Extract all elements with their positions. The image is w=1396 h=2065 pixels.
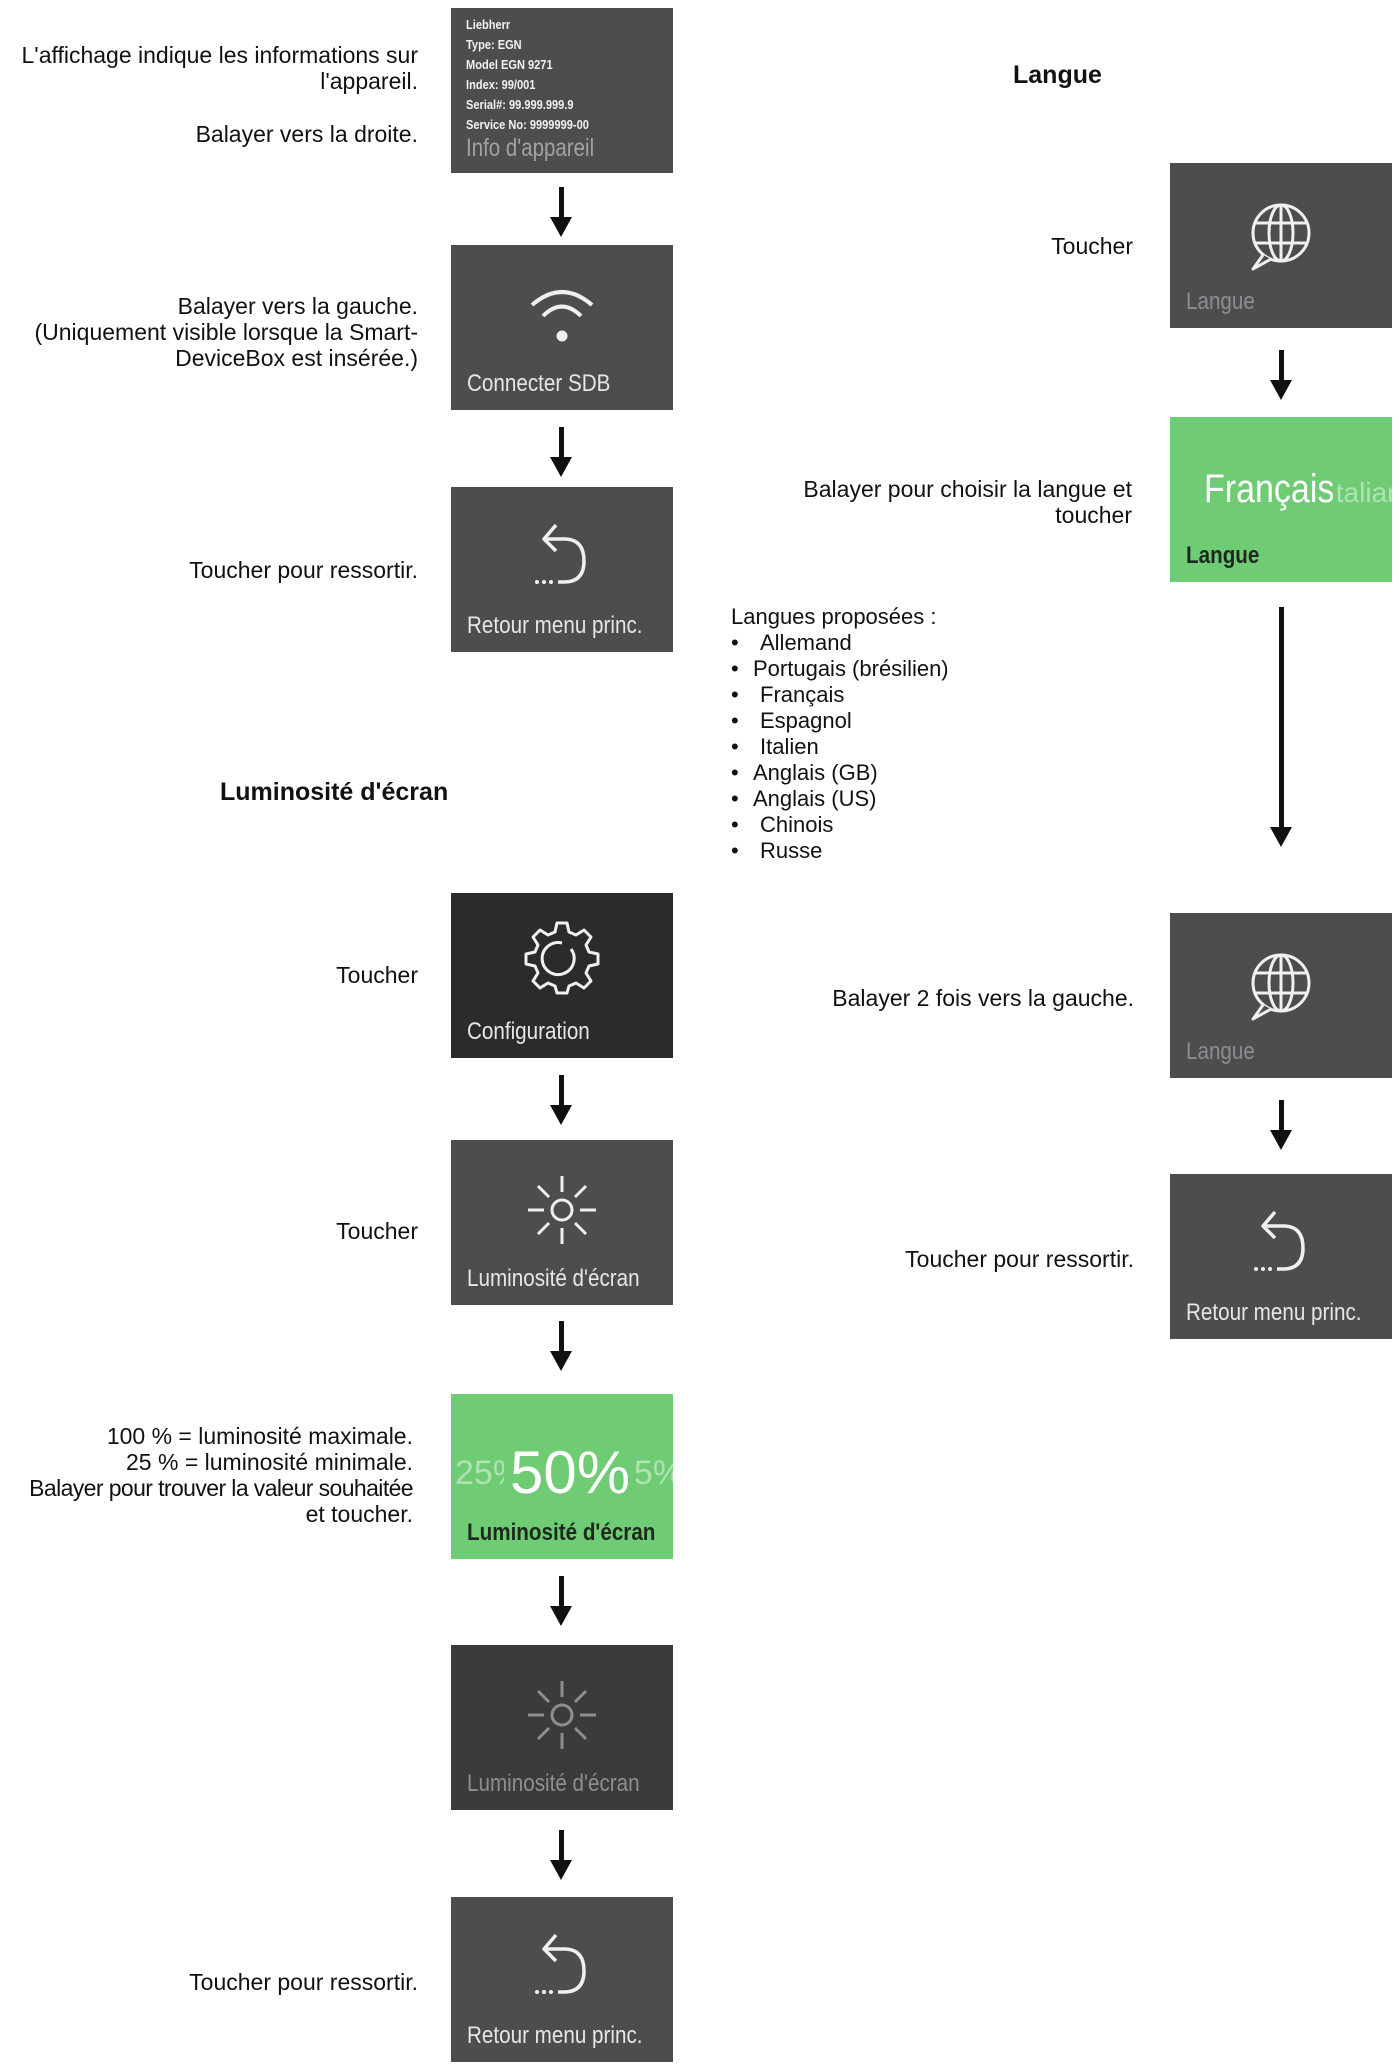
- language-tile[interactable]: Langue: [1170, 163, 1392, 328]
- brightness-desc-line-2: 25 % = luminosité minimale.: [126, 1449, 413, 1475]
- language-select-description: Balayer pour choisir la langue et touche…: [740, 476, 1132, 528]
- language-label: Langue: [1186, 1038, 1255, 1065]
- info-desc-line-3: Balayer vers la droite.: [195, 121, 418, 147]
- brightness-dimmed-tile: Luminosité d'écran: [451, 1645, 673, 1810]
- language-heading: Langue: [1013, 61, 1102, 89]
- back-arrow-icon: [451, 519, 673, 602]
- back-description-1: Toucher pour ressortir.: [189, 557, 418, 583]
- brightness-desc-line-4: et toucher.: [305, 1501, 413, 1527]
- language-list-item: •Portugais (brésilien): [731, 656, 949, 681]
- language-current-value: Français: [1204, 467, 1338, 512]
- config-description: Toucher: [336, 962, 418, 988]
- back-description-2: Toucher pour ressortir.: [189, 1969, 418, 1995]
- language-value-label: Langue: [1186, 542, 1260, 569]
- back-main-menu-label: Retour menu princ.: [467, 2022, 643, 2049]
- device-info-label: Info d'appareil: [466, 134, 595, 162]
- language-list-item: •Russe: [731, 838, 823, 863]
- info-line: Service No: 9999999-00: [466, 117, 589, 132]
- sun-icon: [451, 1170, 673, 1255]
- back-arrow-icon: [451, 1929, 673, 2012]
- device-info-lines: Liebherr Type: EGN Model EGN 9271 Index:…: [466, 15, 589, 135]
- connect-sdb-label: Connecter SDB: [467, 370, 611, 397]
- language-list-item: •Allemand: [731, 630, 852, 655]
- language-list-item: •Italien: [731, 734, 819, 759]
- info-desc-line-1: L'affichage indique les informations sur: [21, 42, 418, 68]
- language-description: Toucher: [1051, 233, 1133, 259]
- language-label: Langue: [1186, 288, 1255, 315]
- info-line: Index: 99/001: [466, 77, 536, 92]
- info-line: Liebherr: [466, 17, 511, 32]
- globe-icon: [1170, 949, 1392, 1030]
- info-desc-line-2: l'appareil.: [320, 68, 418, 94]
- brightness-desc-line-3: Balayer pour trouver la valeur souhaitée: [29, 1475, 413, 1501]
- brightness-description: Toucher: [336, 1218, 418, 1244]
- info-description: L'affichage indique les informations sur…: [0, 42, 418, 147]
- language-next-value: Italiano: [1328, 477, 1392, 508]
- language-select-desc-line-2: toucher: [1055, 502, 1132, 528]
- back-main-menu-tile[interactable]: Retour menu princ.: [1170, 1174, 1392, 1339]
- languages-title: Langues proposées :: [731, 604, 937, 629]
- back-main-menu-label: Retour menu princ.: [467, 612, 643, 639]
- language-list-item: •Français: [731, 682, 845, 707]
- back-main-menu-tile[interactable]: Retour menu princ.: [451, 1897, 673, 2062]
- brightness-value-tile[interactable]: 25% 75% 50% Luminosité d'écran: [451, 1394, 673, 1559]
- sdb-description: Balayer vers la gauche. (Uniquement visi…: [0, 293, 419, 371]
- brightness-value-label: Luminosité d'écran: [467, 1519, 656, 1546]
- sdb-desc-line-2: (Uniquement visible lorsque la Smart-: [34, 319, 419, 345]
- language-tile[interactable]: Langue: [1170, 913, 1392, 1078]
- wifi-icon: [451, 283, 673, 348]
- info-line: Type: EGN: [466, 37, 522, 52]
- language-list-item: •Chinois: [731, 812, 834, 837]
- gear-icon: [451, 921, 673, 1002]
- language-select-desc-line-1: Balayer pour choisir la langue et: [803, 476, 1132, 502]
- sun-icon: [451, 1675, 673, 1760]
- sdb-desc-line-3: DeviceBox est insérée.): [175, 345, 418, 371]
- back-arrow-icon: [1170, 1206, 1392, 1289]
- brightness-select-description: 100 % = luminosité maximale. 25 % = lumi…: [0, 1423, 413, 1527]
- language-list-item: •Espagnol: [731, 708, 852, 733]
- languages-list: •Allemand •Portugais (brésilien) •França…: [731, 630, 949, 864]
- screen-brightness-label: Luminosité d'écran: [467, 1265, 640, 1292]
- back-description-right: Toucher pour ressortir.: [905, 1246, 1134, 1272]
- info-line: Model EGN 9271: [466, 57, 553, 72]
- info-line: Serial#: 99.999.999.9: [466, 97, 574, 112]
- screen-brightness-tile[interactable]: Luminosité d'écran: [451, 1140, 673, 1305]
- sdb-desc-line-1: Balayer vers la gauche.: [177, 293, 418, 319]
- globe-icon: [1170, 199, 1392, 280]
- configuration-tile[interactable]: Configuration: [451, 893, 673, 1058]
- back-main-menu-label: Retour menu princ.: [1186, 1299, 1362, 1326]
- configuration-label: Configuration: [467, 1018, 590, 1045]
- language-list-item: •Anglais (GB): [731, 760, 878, 785]
- brightness-desc-line-1: 100 % = luminosité maximale.: [106, 1423, 413, 1449]
- back-main-menu-tile[interactable]: Retour menu princ.: [451, 487, 673, 652]
- connect-sdb-tile[interactable]: Connecter SDB: [451, 245, 673, 410]
- language-swipe-description: Balayer 2 fois vers la gauche.: [832, 985, 1134, 1011]
- brightness-dimmed-label: Luminosité d'écran: [467, 1770, 640, 1797]
- brightness-current-value: 50%: [504, 1438, 637, 1507]
- brightness-heading: Luminosité d'écran: [220, 778, 449, 806]
- language-list-item: •Anglais (US): [731, 786, 877, 811]
- device-info-tile[interactable]: Liebherr Type: EGN Model EGN 9271 Index:…: [451, 8, 673, 173]
- language-value-tile[interactable]: Italiano Français Langue: [1170, 417, 1392, 582]
